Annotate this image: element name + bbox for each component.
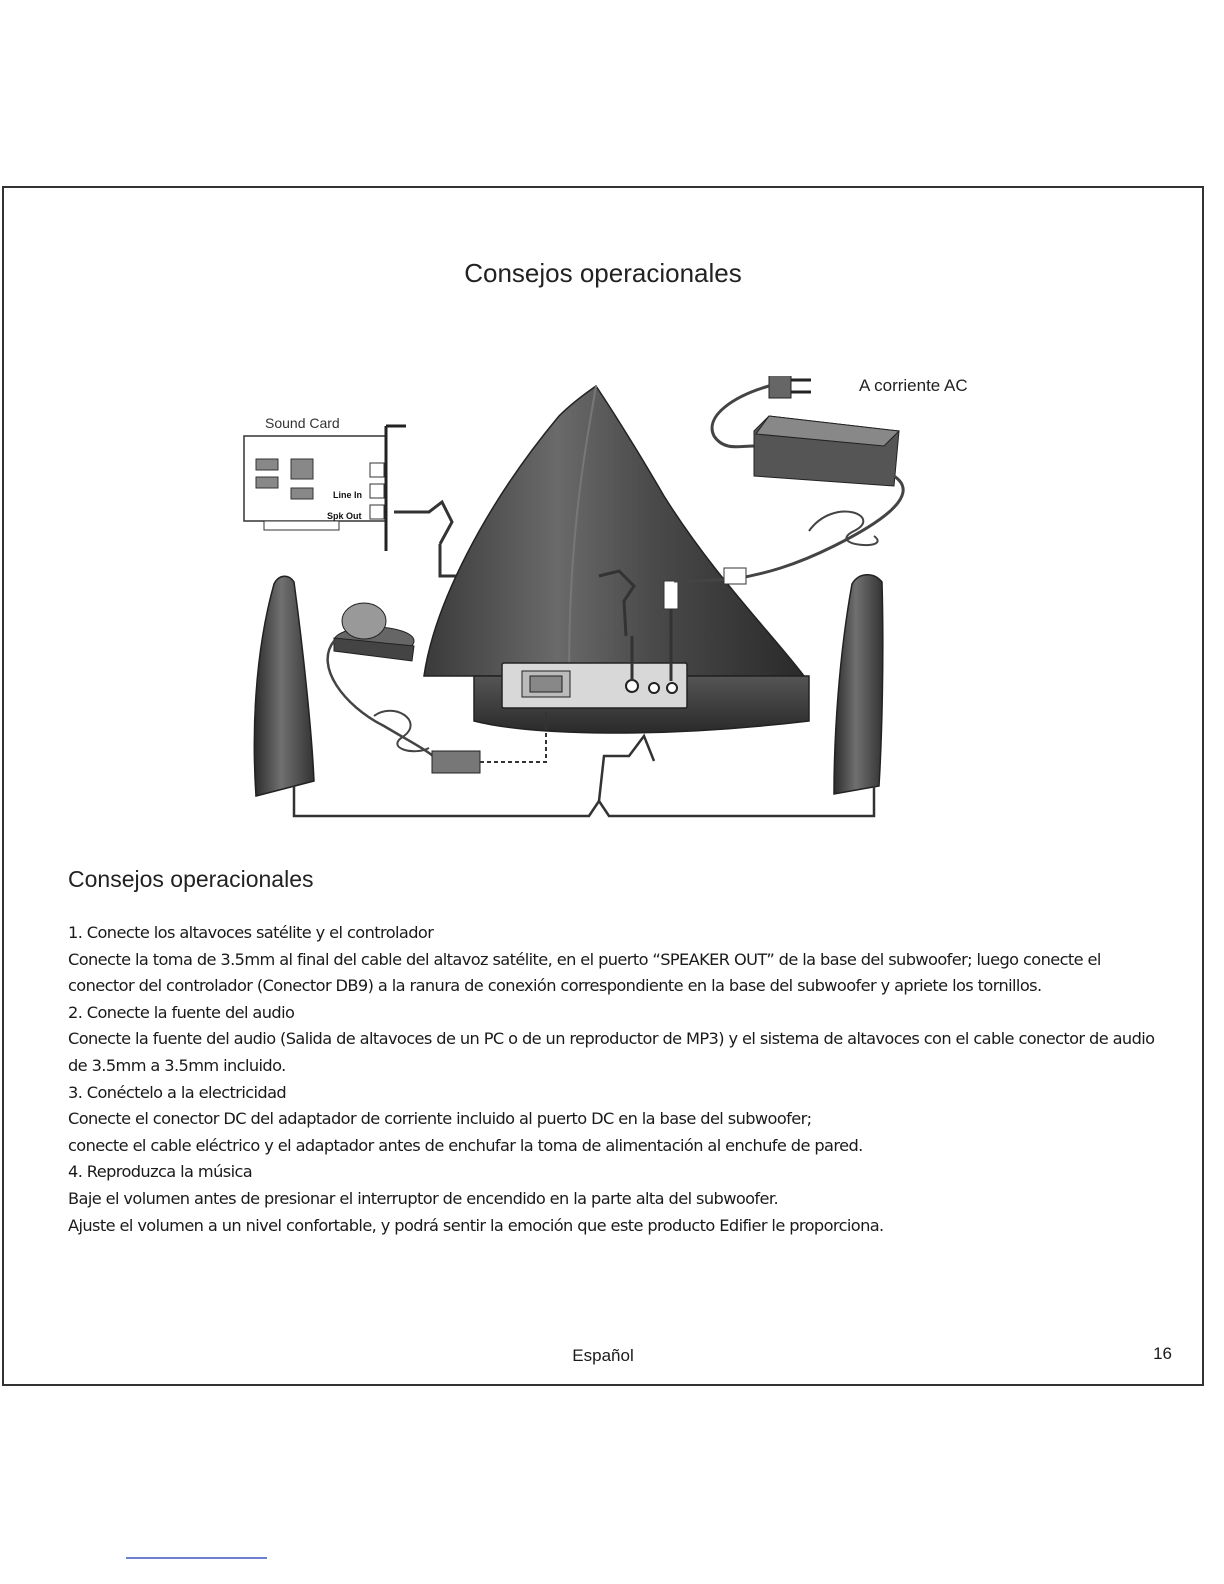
instruction-heading: 1. Conecte los altavoces satélite y el c… xyxy=(68,923,434,942)
page-number: 16 xyxy=(1153,1344,1172,1363)
satellite-speaker-icon xyxy=(253,574,884,797)
instruction-heading: 2. Conecte la fuente del audio xyxy=(68,1002,295,1022)
sound-card-label: Sound Card xyxy=(265,415,340,431)
spk-out-label: Spk Out xyxy=(327,511,362,521)
connection-diagram: Sound Card Line In Spk Out A xyxy=(243,376,968,818)
instruction-text: Conecte el conector DC del adaptador de … xyxy=(68,1109,812,1129)
instruction-text: Conecte la fuente del audio (Salida de a… xyxy=(68,1029,1155,1075)
db9-connector-icon xyxy=(521,670,571,698)
volume-controller-icon xyxy=(333,602,415,662)
instructions: 1. Conecte los altavoces satélite y el c… xyxy=(68,920,1158,1239)
page-frame: Consejos operacionales xyxy=(2,186,1204,1386)
power-adapter-icon xyxy=(753,415,901,487)
footer-language: Español xyxy=(572,1346,634,1365)
ac-label: A corriente AC xyxy=(859,376,968,395)
instruction-text: Baje el volumen antes de presionar el in… xyxy=(68,1188,779,1208)
instruction-heading: 3. Conéctelo a la electricidad xyxy=(68,1082,287,1102)
link-underline xyxy=(126,1557,267,1559)
instruction-text: Conecte la toma de 3.5mm al final del ca… xyxy=(68,949,1101,996)
page-title: Consejos operacionales xyxy=(464,258,742,288)
instruction-text: conecte el cable eléctrico y el adaptado… xyxy=(68,1135,863,1155)
line-in-label: Line In xyxy=(333,490,362,500)
sound-card-icon xyxy=(243,424,406,551)
instruction-text: Ajuste el volumen a un nivel confortable… xyxy=(68,1215,884,1235)
instruction-heading: 4. Reproduzca la música xyxy=(68,1162,253,1182)
ac-plug-icon xyxy=(768,376,811,399)
section-title: Consejos operacionales xyxy=(68,866,314,892)
subwoofer-icon xyxy=(423,384,810,734)
